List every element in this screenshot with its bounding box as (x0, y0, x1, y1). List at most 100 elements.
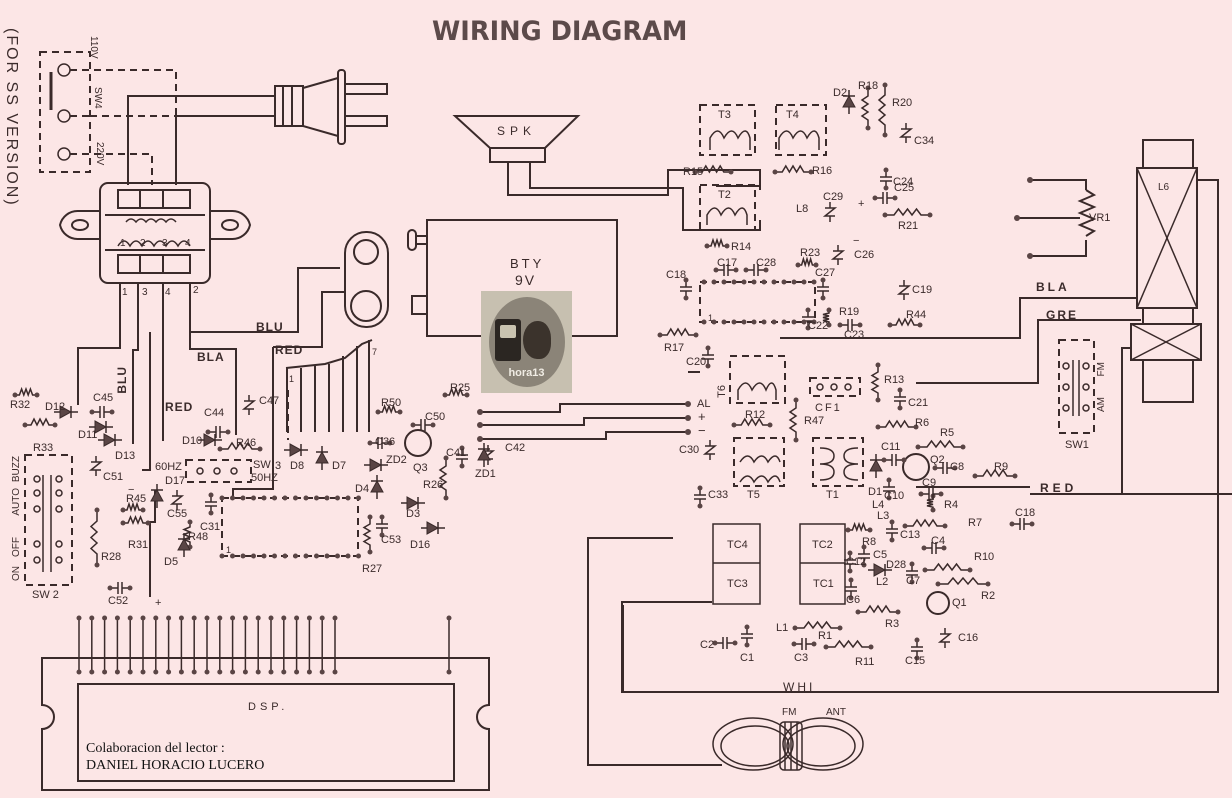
vr1-label: VR1 (1089, 212, 1111, 224)
ic-pin1-right: 1 (708, 313, 714, 323)
label-c24: C24 (893, 176, 914, 188)
alarm-connector-traces (477, 401, 691, 442)
label-c26: C26 (854, 249, 875, 261)
label-r45: R45 (126, 493, 147, 505)
label-c1: C1 (740, 652, 755, 664)
label-d3: D3 (406, 508, 421, 520)
diode-zd2 (364, 458, 388, 472)
label-c50: C50 (425, 411, 446, 423)
listener-silhouette (523, 321, 551, 359)
label-c23: C23 (844, 329, 865, 341)
resistor-r14 (704, 237, 730, 249)
capacitor-c11 (881, 454, 907, 466)
label-r46: R46 (236, 437, 257, 449)
label-r26: R26 (423, 479, 444, 491)
wire-label-blu-top: BLU (256, 320, 284, 334)
label-r23: R23 (800, 247, 821, 259)
if-coils-mid (729, 355, 864, 487)
capacitor-c3 (791, 638, 817, 650)
label-c28: C28 (756, 257, 777, 269)
capacitor-c45 (89, 406, 115, 418)
diode-d13 (98, 433, 122, 447)
freq-selector (185, 459, 252, 483)
coil-t3: T3 (718, 109, 731, 121)
label-c45: C45 (93, 392, 114, 404)
label-r17: R17 (664, 342, 685, 354)
label-r20: R20 (892, 97, 913, 109)
filter-cf1: CF1 (815, 402, 842, 414)
label-c7: C7 (906, 575, 921, 587)
resistor-r47 (788, 397, 799, 443)
label-220v: 220V (94, 142, 105, 166)
label-c13: C13 (900, 529, 921, 541)
label-d28: D28 (886, 559, 907, 571)
label-r10: R10 (974, 551, 995, 563)
capacitor-c6 (845, 577, 857, 601)
capacitor-c22 (802, 307, 814, 331)
ribbon-pin-last: 7 (372, 347, 378, 357)
capacitor-c18 (680, 277, 692, 301)
capacitor-c50 (410, 419, 436, 431)
resistor-r2 (935, 576, 991, 587)
label-r6: R6 (915, 417, 930, 429)
label-q2: Q2 (930, 454, 945, 466)
label-c47: C47 (259, 395, 280, 407)
label-r21: R21 (898, 220, 919, 232)
sw2-mode-switch (24, 454, 73, 586)
label-c44: C44 (204, 407, 225, 419)
diode-d7 (315, 446, 329, 470)
label-c12: C12 (846, 556, 867, 568)
label-c31: C31 (200, 521, 221, 533)
label-c6: C6 (846, 594, 861, 606)
resistor-r26 (438, 455, 449, 501)
resistor-r31 (120, 515, 151, 526)
label-d13: D13 (115, 450, 136, 462)
label-c42: C42 (505, 442, 526, 454)
label-d16: D16 (410, 539, 431, 551)
resistor-r9 (972, 468, 1018, 479)
label-c25: C25 (894, 182, 915, 194)
dial-knob (344, 231, 389, 328)
label-d12: D12 (45, 401, 66, 413)
electrolytic-c51 (88, 456, 104, 476)
label-r32: R32 (10, 399, 31, 411)
label-r27: R27 (362, 563, 383, 575)
transformer-output-wires (77, 267, 346, 597)
tx-pin-2: 2 (193, 285, 199, 296)
resistor-r10 (922, 562, 973, 573)
label-110v: 110V (88, 36, 99, 59)
label-r8: R8 (862, 536, 877, 548)
capacitor-c13 (886, 519, 898, 543)
freq-sw-label: SW (253, 459, 271, 471)
resistor-r23 (795, 256, 819, 268)
label-q1: Q1 (952, 597, 967, 609)
wire-label-red-mid: RED (275, 343, 304, 357)
label-c10: C10 (884, 490, 905, 502)
resistor-r20 (877, 82, 888, 138)
label-c5: C5 (873, 549, 888, 561)
capacitor-c41 (456, 445, 468, 469)
speaker (452, 115, 761, 231)
capacitor-c20 (702, 345, 714, 369)
tx-pin-4: 4 (165, 287, 171, 298)
label-c11: C11 (881, 441, 901, 453)
logo-text: hora13 (508, 367, 545, 379)
ss-version-note: (FOR SS VERSION) (3, 28, 20, 207)
sw1-mode-am: AM (1096, 397, 1107, 412)
label-r44: R44 (906, 309, 927, 321)
label-r47: R47 (804, 415, 825, 427)
capacitor-c23 (837, 319, 863, 331)
label-r16: R16 (812, 165, 833, 177)
label-r31: R31 (128, 539, 149, 551)
label-q3: Q3 (413, 462, 428, 474)
diode-d16 (421, 521, 445, 535)
label-r11: R11 (855, 656, 875, 668)
label-d7: D7 (332, 460, 347, 472)
capacitor-c17 (713, 264, 739, 276)
polarity-mark-2: + (155, 597, 162, 609)
wire-label-red-left: RED (165, 400, 194, 414)
label-c29: C29 (823, 191, 844, 203)
wire-label-blu-side: BLU (115, 366, 129, 394)
label-c15: C15 (905, 655, 926, 667)
